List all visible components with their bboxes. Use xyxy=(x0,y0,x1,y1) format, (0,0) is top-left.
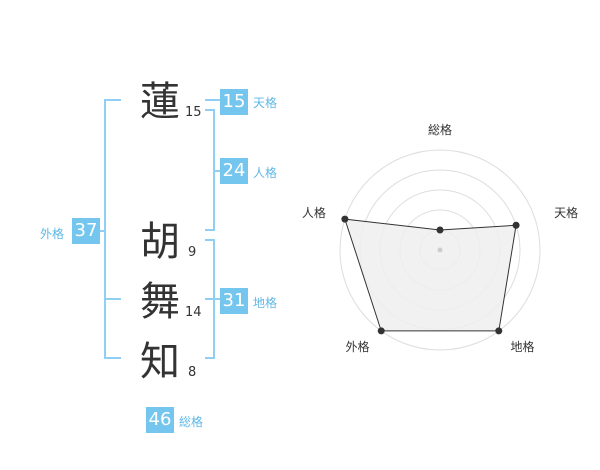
radar-center-dot xyxy=(437,247,443,253)
jinkaku-label: 人格 xyxy=(253,166,278,180)
name-char-4: 知 xyxy=(140,339,180,385)
radar-point-4 xyxy=(377,327,385,335)
radar-point-1 xyxy=(436,226,444,234)
radar-axis-label-3: 地格 xyxy=(511,339,535,354)
chikaku-value: 31 xyxy=(220,288,248,314)
gaikaku-value: 37 xyxy=(72,218,100,244)
radar-axis-label-5: 人格 xyxy=(302,205,326,220)
name-char-3: 舞 xyxy=(140,279,180,325)
tenkaku-label: 天格 xyxy=(253,96,278,110)
radar-ring-5 xyxy=(339,149,541,351)
radar-axis-label-1: 総格 xyxy=(428,122,452,137)
stroke-count-3: 14 xyxy=(185,305,202,320)
radar-point-3 xyxy=(495,327,503,335)
stroke-count-1: 15 xyxy=(185,105,202,120)
stroke-count-2: 9 xyxy=(188,245,197,260)
radar-axis-label-4: 外格 xyxy=(345,339,369,354)
jinkaku-value: 24 xyxy=(220,158,248,184)
chikaku-label: 地格 xyxy=(253,296,278,310)
name-char-2: 胡 xyxy=(140,219,180,265)
soukaku-label: 総格 xyxy=(179,415,204,429)
soukaku-value: 46 xyxy=(146,407,174,433)
name-char-1: 蓮 xyxy=(140,79,180,125)
tenkaku-value: 15 xyxy=(220,89,248,115)
radar-point-5 xyxy=(341,215,349,223)
radar-point-2 xyxy=(512,221,520,229)
radar-area xyxy=(344,218,517,332)
gaikaku-label: 外格 xyxy=(40,227,65,241)
gaikaku-bracket xyxy=(104,99,121,359)
stroke-count-4: 8 xyxy=(188,365,197,380)
radar-axis-label-2: 天格 xyxy=(554,205,578,220)
